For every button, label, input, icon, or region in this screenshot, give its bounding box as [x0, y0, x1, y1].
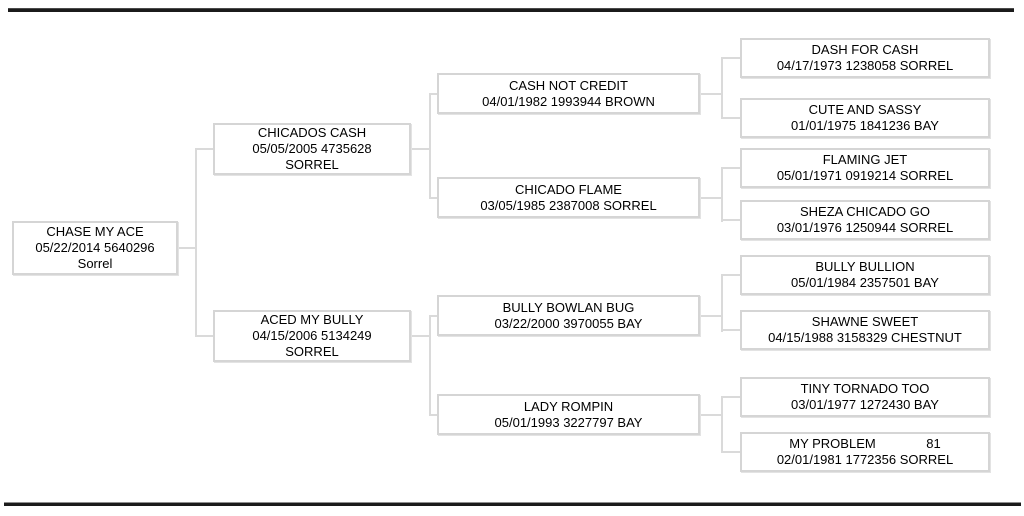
horse-details: 01/01/1975 1841236 BAY — [791, 118, 939, 133]
connector — [700, 414, 722, 416]
pedigree-node-flaming-jet: FLAMING JET 05/01/1971 0919214 SORREL — [740, 148, 990, 188]
horse-name: BULLY BULLION — [815, 259, 915, 274]
top-rule — [8, 8, 1014, 12]
connector — [721, 451, 740, 453]
horse-details: 03/05/1985 2387008 SORREL — [480, 197, 657, 213]
pedigree-node-bully-bullion: BULLY BULLION 05/01/1984 2357501 BAY — [740, 255, 990, 295]
horse-name: ACED MY BULLY — [260, 312, 364, 327]
horse-details: 03/01/1976 1250944 SORREL — [776, 220, 954, 235]
connector — [429, 197, 437, 199]
pedigree-node-my-problem-81: MY PROBLEM 81 02/01/1981 1772356 SORREL — [740, 432, 990, 472]
connector — [721, 329, 740, 331]
pedigree-node-dash-for-cash: DASH FOR CASH 04/17/1973 1238058 SORREL — [740, 38, 990, 78]
horse-coat: SORREL — [285, 344, 339, 359]
horse-name: CHICADO FLAME — [515, 181, 622, 197]
pedigree-node-lady-rompin: LADY ROMPIN 05/01/1993 3227797 BAY — [437, 394, 700, 435]
pedigree-node-shawne-sweet: SHAWNE SWEET 04/15/1988 3158329 CHESTNUT — [740, 310, 990, 350]
horse-details: 04/01/1982 1993944 BROWN — [482, 93, 655, 109]
horse-coat: SORREL — [285, 157, 339, 172]
connector — [195, 148, 213, 150]
horse-details: 05/01/1993 3227797 BAY — [494, 414, 643, 430]
connector — [700, 93, 722, 95]
horse-details: 05/01/1971 0919214 SORREL — [776, 168, 954, 183]
horse-details: 04/17/1973 1238058 SORREL — [776, 58, 954, 73]
connector — [411, 335, 430, 337]
horse-name: BULLY BOWLAN BUG — [502, 299, 635, 315]
bottom-rule — [4, 502, 1021, 506]
connector — [721, 117, 740, 119]
connector — [721, 167, 723, 222]
pedigree-node-chicados-cash: CHICADOS CASH 05/05/2005 4735628 SORREL — [213, 123, 411, 175]
connector — [429, 414, 437, 416]
horse-name: SHAWNE SWEET — [811, 314, 919, 329]
horse-name: CHICADOS CASH — [257, 125, 367, 140]
connector — [721, 167, 740, 169]
horse-details: 02/01/1981 1772356 SORREL — [776, 452, 954, 467]
pedigree-node-cash-not-credit: CASH NOT CREDIT 04/01/1982 1993944 BROWN — [437, 73, 700, 114]
connector — [721, 57, 723, 119]
connector — [195, 148, 197, 337]
horse-name: LADY ROMPIN — [523, 398, 614, 414]
pedigree-node-chicado-flame: CHICADO FLAME 03/05/1985 2387008 SORREL — [437, 177, 700, 218]
horse-name: DASH FOR CASH — [811, 42, 919, 57]
connector — [700, 315, 722, 317]
connector — [721, 219, 740, 221]
horse-name: MY PROBLEM 81 — [789, 436, 941, 451]
connector — [178, 247, 196, 249]
connector — [721, 396, 740, 398]
horse-name: FLAMING JET — [822, 152, 908, 167]
connector — [429, 93, 437, 95]
connector — [700, 197, 722, 199]
connector — [411, 148, 430, 150]
connector — [429, 93, 431, 199]
pedigree-node-sheza-chicado-go: SHEZA CHICADO GO 03/01/1976 1250944 SORR… — [740, 200, 990, 240]
horse-coat: Sorrel — [77, 256, 113, 271]
pedigree-node-cute-and-sassy: CUTE AND SASSY 01/01/1975 1841236 BAY — [740, 98, 990, 138]
connector — [429, 315, 431, 416]
horse-details: 04/15/1988 3158329 CHESTNUT — [768, 330, 962, 345]
connector — [721, 274, 723, 332]
horse-name: SHEZA CHICADO GO — [799, 204, 931, 219]
horse-details: 05/01/1984 2357501 BAY — [791, 275, 939, 290]
pedigree-node-tiny-tornado-too: TINY TORNADO TOO 03/01/1977 1272430 BAY — [740, 377, 990, 417]
horse-details: 05/05/2005 4735628 — [252, 141, 372, 156]
horse-details: 03/01/1977 1272430 BAY — [791, 397, 939, 412]
connector — [195, 335, 213, 337]
horse-name: CASH NOT CREDIT — [509, 77, 628, 93]
connector — [721, 274, 740, 276]
connector — [721, 57, 740, 59]
horse-details: 05/22/2014 5640296 — [35, 240, 155, 255]
horse-name: CHASE MY ACE — [46, 224, 144, 239]
connector — [721, 396, 723, 453]
horse-details: 03/22/2000 3970055 BAY — [494, 315, 643, 331]
pedigree-node-aced-my-bully: ACED MY BULLY 04/15/2006 5134249 SORREL — [213, 310, 411, 362]
connector — [429, 315, 437, 317]
horse-name: TINY TORNADO TOO — [800, 381, 930, 396]
pedigree-node-chase-my-ace: CHASE MY ACE 05/22/2014 5640296 Sorrel — [12, 221, 178, 275]
pedigree-node-bully-bowlan-bug: BULLY BOWLAN BUG 03/22/2000 3970055 BAY — [437, 295, 700, 336]
horse-details: 04/15/2006 5134249 — [252, 328, 372, 343]
horse-name: CUTE AND SASSY — [808, 102, 922, 117]
